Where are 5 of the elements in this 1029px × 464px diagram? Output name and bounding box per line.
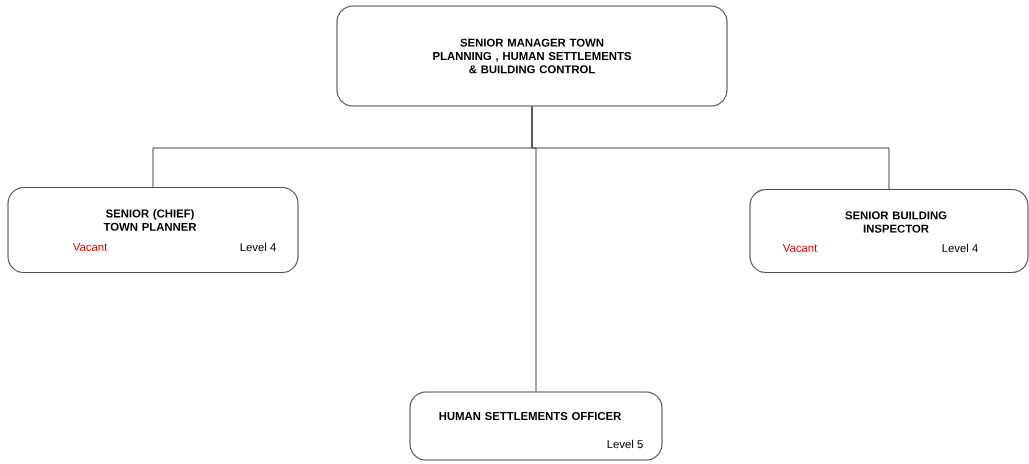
position-box: SENIOR MANAGER TOWN PLANNING , HUMAN SETTLEMENTS & BUILDING CONTROL [336,5,728,107]
connector-line [531,106,537,392]
position-box: SENIOR BUILDING INSPECTOR Vacant Level 4 [749,188,1029,274]
position-box: HUMAN SETTLEMENTS OFFICER Level 5 [409,391,663,461]
position-box: SENIOR (CHIEF) TOWN PLANNER Vacant Level 4 [7,186,299,274]
